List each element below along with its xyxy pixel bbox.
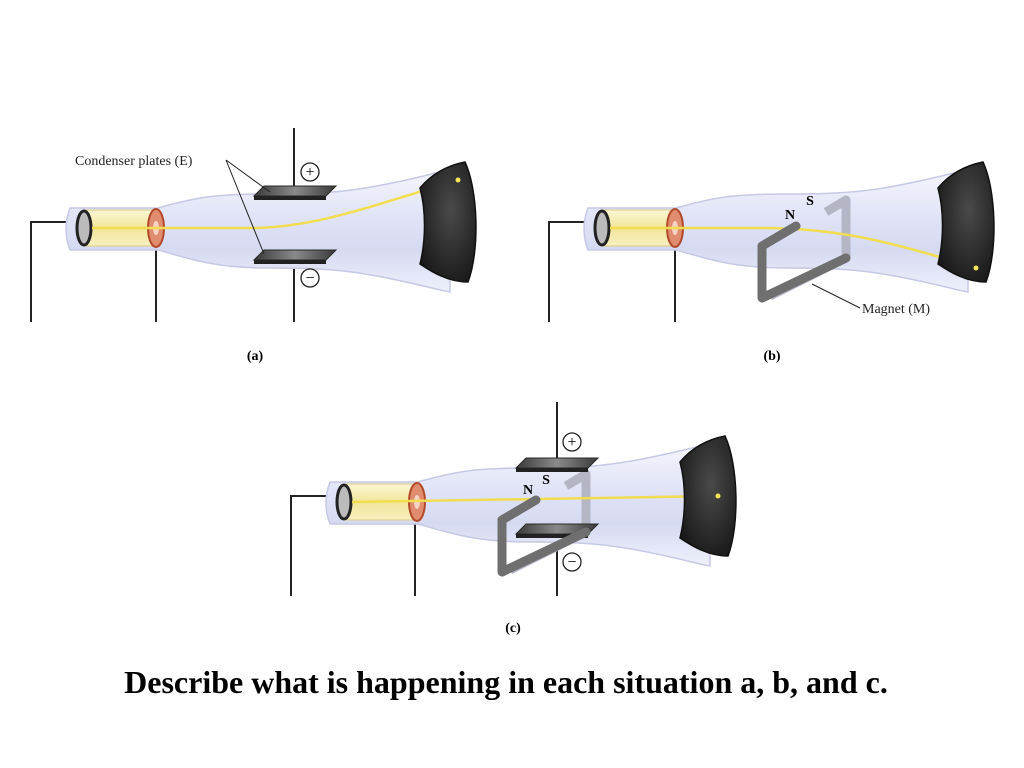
fluorescent-screen — [937, 161, 995, 283]
negative-plate — [252, 249, 338, 261]
panel-c: N S + − (c) — [290, 402, 737, 636]
cathode — [75, 209, 93, 247]
magnet-north-label: N — [785, 208, 795, 223]
caption-c: (c) — [505, 621, 521, 636]
fluorescent-screen — [419, 161, 477, 283]
magnet-label: Magnet (M) — [862, 302, 930, 317]
question-text: Describe what is happening in each situa… — [124, 664, 888, 700]
minus-sign: − — [305, 270, 314, 287]
condenser-leader-bottom — [225, 159, 265, 255]
magnet-north-label: N — [523, 483, 533, 498]
cathode — [593, 209, 611, 247]
condenser-leader-top — [225, 159, 271, 193]
cathode-wire — [548, 221, 596, 322]
panel-a: + − Condenser plates (E) (a) — [30, 128, 477, 364]
magnet — [757, 221, 851, 303]
plus-circle — [562, 432, 582, 452]
beam-spot — [455, 177, 461, 183]
caption-a: (a) — [247, 349, 264, 364]
negative-plate-edge — [516, 534, 588, 538]
magnet — [497, 495, 591, 577]
positive-plate — [252, 185, 338, 197]
caption-b: (b) — [763, 349, 780, 364]
magnet-leader — [811, 283, 861, 309]
plus-sign: + — [567, 434, 576, 451]
condenser-plates-label: Condenser plates (E) — [75, 154, 193, 169]
plus-circle — [300, 162, 320, 182]
minus-circle — [562, 552, 582, 572]
cathode — [335, 483, 353, 521]
positive-plate-edge — [254, 196, 326, 200]
plus-sign: + — [305, 164, 314, 181]
positive-plate-edge — [516, 468, 588, 472]
beam-spot — [973, 265, 979, 271]
tube-glass — [583, 169, 969, 293]
positive-plate — [514, 457, 600, 469]
cathode-wire — [290, 495, 338, 596]
panel-b: N S Magnet (M) (b) — [548, 161, 995, 364]
minus-sign: − — [567, 554, 576, 571]
beam-spot — [715, 493, 721, 499]
fluorescent-screen — [679, 435, 737, 557]
negative-plate-edge — [254, 260, 326, 264]
magnet-south-label: S — [806, 194, 814, 209]
minus-circle — [300, 268, 320, 288]
magnet-south-label: S — [542, 473, 550, 488]
cathode-wire — [30, 221, 78, 322]
